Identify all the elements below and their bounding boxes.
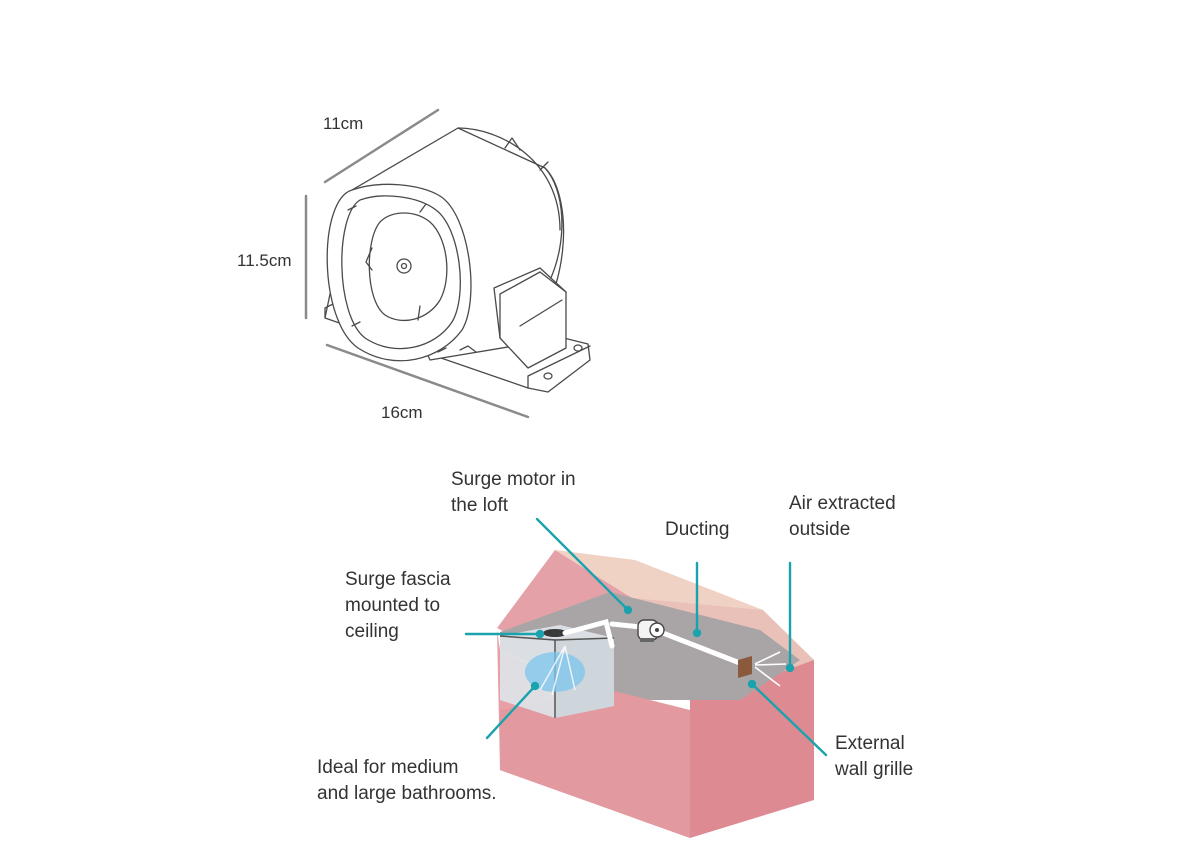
label-external-grille: External wall grille <box>835 733 914 780</box>
leader-grille <box>750 682 828 757</box>
dimension-width-label: 16cm <box>381 403 423 422</box>
dimension-line-length <box>323 108 440 184</box>
dimension-height-label: 11.5cm <box>237 251 292 270</box>
label-surge-fascia: Surge fascia mounted to ceiling <box>345 569 451 642</box>
label-surge-motor: Surge motor in the loft <box>451 469 576 516</box>
house-wall-front-lower <box>500 690 690 838</box>
label-ideal-bathrooms: Ideal for medium and large bathrooms. <box>317 757 497 804</box>
roof-left-slope <box>497 550 632 640</box>
dimension-line-width <box>325 343 530 419</box>
bathroom-airflow <box>525 652 585 692</box>
fan-impeller <box>368 212 448 322</box>
dimension-length-label: 11cm <box>323 114 364 133</box>
ceiling-fascia <box>543 629 567 637</box>
surge-motor <box>637 619 665 642</box>
external-wall-grille <box>738 656 752 678</box>
label-ducting: Ducting <box>665 519 730 540</box>
leader-motor <box>535 517 630 612</box>
leader-ideal <box>485 684 537 740</box>
label-air-extracted: Air extracted outside <box>789 493 896 540</box>
